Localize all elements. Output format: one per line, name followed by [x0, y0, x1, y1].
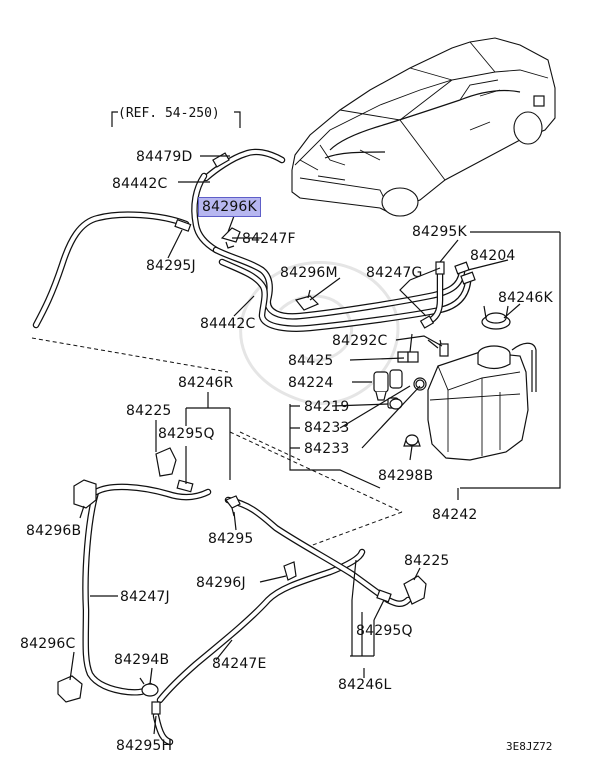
part-label-84246L[interactable]: 84246L — [338, 677, 392, 693]
clip-84296B — [73, 479, 97, 509]
clip-84295 — [225, 495, 241, 517]
connector-84295Q-left — [176, 479, 194, 493]
part-label-84247F[interactable]: 84247F — [242, 231, 296, 247]
assembly-bracket-84242 — [289, 231, 561, 489]
part-label-84225-right[interactable]: 84225 — [404, 553, 450, 569]
part-label-84296B[interactable]: 84296B — [26, 523, 82, 539]
clip-84296J — [283, 561, 297, 581]
part-label-84247G[interactable]: 84247G — [366, 265, 423, 281]
part-label-84425[interactable]: 84425 — [288, 353, 334, 369]
diagram-code: 3E8JZ72 — [506, 740, 553, 753]
part-label-84442C-lower[interactable]: 84442C — [200, 316, 256, 332]
hose-84442C-upper — [191, 148, 286, 254]
part-label-84204[interactable]: 84204 — [470, 248, 516, 264]
part-label-84479D[interactable]: 84479D — [136, 149, 193, 165]
part-label-84224[interactable]: 84224 — [288, 375, 334, 391]
part-label-84296J[interactable]: 84296J — [196, 575, 246, 591]
clip-84296M — [294, 289, 320, 311]
reference-leader — [111, 111, 241, 128]
part-label-84233-first[interactable]: 84233 — [304, 420, 350, 436]
part-label-84442C-upper[interactable]: 84442C — [112, 176, 168, 192]
connector-84295H — [151, 701, 161, 715]
connector-84295Q-right — [376, 589, 392, 603]
leader-lines — [69, 155, 521, 735]
dashed-connections — [31, 337, 403, 547]
nozzle-84225-left — [155, 447, 177, 477]
hose-84247J — [82, 483, 212, 696]
hose-left-long — [32, 211, 192, 329]
clip-84296C — [57, 675, 83, 703]
part-label-84298B[interactable]: 84298B — [378, 468, 434, 484]
part-label-84247J[interactable]: 84247J — [120, 589, 170, 605]
part-label-84295Q-left[interactable]: 84295Q — [158, 426, 215, 442]
part-label-84292C[interactable]: 84292C — [332, 333, 388, 349]
part-label-84296K[interactable]: 84296K — [198, 197, 261, 217]
part-label-84246R[interactable]: 84246R — [178, 375, 234, 391]
part-label-84242[interactable]: 84242 — [432, 507, 478, 523]
part-label-84225-left[interactable]: 84225 — [126, 403, 172, 419]
part-label-84233-second[interactable]: 84233 — [304, 441, 350, 457]
part-label-84295Q-right[interactable]: 84295Q — [356, 623, 413, 639]
part-label-84295K[interactable]: 84295K — [412, 224, 467, 240]
seals-84219-84233 — [389, 379, 425, 410]
hose-right-nozzle — [224, 496, 412, 607]
part-label-84246K[interactable]: 84246K — [498, 290, 553, 306]
washer-tank-84204 — [427, 342, 537, 461]
part-label-84219[interactable]: 84219 — [304, 399, 350, 415]
sensor-84298B — [403, 434, 421, 447]
part-label-84295H[interactable]: 84295H — [116, 738, 173, 754]
reference-label: (REF. 54-250) — [118, 106, 220, 121]
part-label-84247E[interactable]: 84247E — [212, 656, 267, 672]
part-label-84295J[interactable]: 84295J — [146, 258, 196, 274]
part-label-84295[interactable]: 84295 — [208, 531, 254, 547]
check-valve-84294B — [139, 677, 159, 697]
car-illustration — [291, 37, 556, 217]
part-label-84294B[interactable]: 84294B — [114, 652, 170, 668]
part-label-84296C[interactable]: 84296C — [20, 636, 76, 652]
hose-84247E — [152, 548, 366, 746]
part-label-84296M[interactable]: 84296M — [280, 265, 338, 281]
cap-84246K — [481, 305, 511, 330]
